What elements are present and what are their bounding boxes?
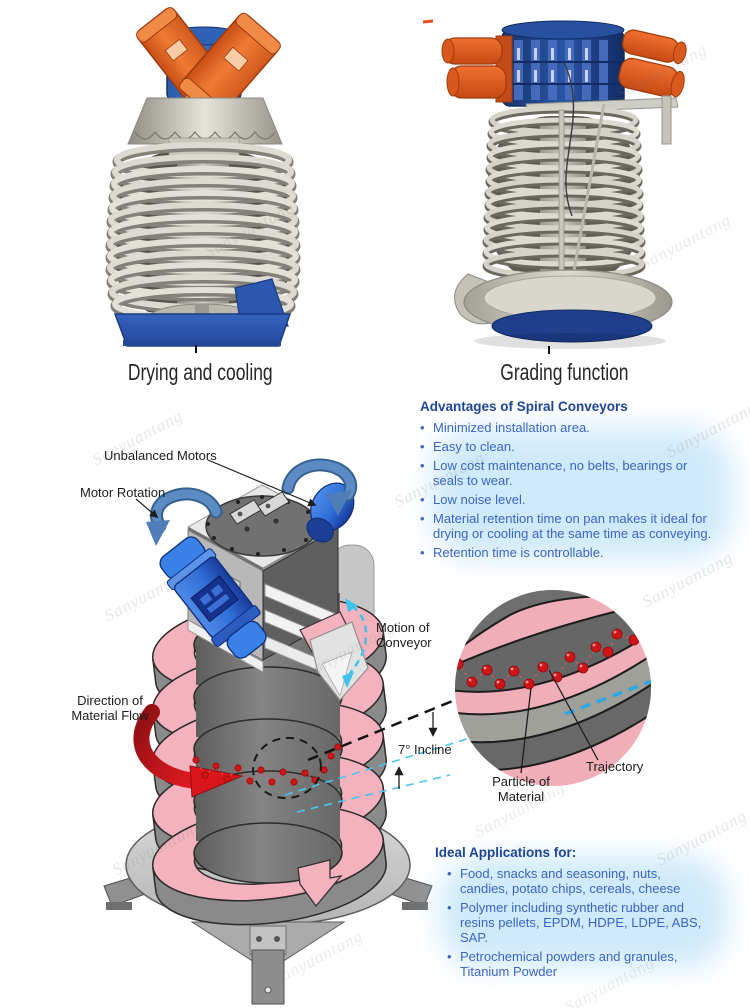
advantages-item: Minimized installation area. bbox=[420, 420, 720, 435]
applications-item: Food, snacks and seasoning, nuts, candie… bbox=[447, 866, 705, 896]
applications-list: Food, snacks and seasoning, nuts, candie… bbox=[435, 866, 705, 979]
advantages-title: Advantages of Spiral Conveyors bbox=[420, 399, 628, 414]
label-unbalanced-motors: Unbalanced Motors bbox=[104, 448, 217, 463]
applications-title: Ideal Applications for: bbox=[435, 845, 577, 860]
spiral-conveyor-diagram bbox=[103, 458, 651, 1005]
applications-item: Polymer including synthetic rubber and r… bbox=[447, 900, 705, 945]
advantages-item: Low cost maintenance, no belts, bearings… bbox=[420, 458, 720, 488]
red-artifact-mark bbox=[422, 19, 434, 24]
label-incline: 7° Incline bbox=[398, 742, 452, 757]
advantages-item-text: Minimized installation area. bbox=[433, 420, 590, 435]
applications-item-text: Petrochemical powders and granules, Tita… bbox=[460, 949, 678, 979]
advantages-item-text: Material retention time on pan makes it … bbox=[433, 511, 712, 541]
advantages-item-text: Easy to clean. bbox=[433, 439, 515, 454]
label-motion-of-conveyor: Motion of Conveyor bbox=[376, 620, 432, 651]
right-photo-caption: Grading function bbox=[499, 359, 629, 385]
label-direction-of-material-flow: Direction of Material Flow bbox=[71, 693, 149, 724]
advantages-item-text: Low noise level. bbox=[433, 492, 526, 507]
advantages-item: Material retention time on pan makes it … bbox=[420, 511, 720, 541]
right-machine-photo bbox=[441, 20, 687, 349]
applications-item-text: Food, snacks and seasoning, nuts, candie… bbox=[460, 866, 681, 896]
advantages-item: Low noise level. bbox=[420, 492, 720, 507]
label-trajectory: Trajectory bbox=[586, 759, 644, 774]
right-photo-tick bbox=[548, 346, 550, 354]
advantages-section: Advantages of Spiral Conveyors Minimized… bbox=[420, 399, 730, 564]
left-photo-tick bbox=[195, 345, 197, 353]
applications-item: Petrochemical powders and granules, Tita… bbox=[447, 949, 705, 979]
applications-item-text: Polymer including synthetic rubber and r… bbox=[460, 900, 702, 945]
applications-section: Ideal Applications for: Food, snacks and… bbox=[435, 845, 703, 983]
advantages-item-text: Retention time is controllable. bbox=[433, 545, 604, 560]
advantages-item: Easy to clean. bbox=[420, 439, 720, 454]
advantages-item-text: Low cost maintenance, no belts, bearings… bbox=[433, 458, 688, 488]
advantages-list: Minimized installation area. Easy to cle… bbox=[420, 420, 720, 560]
advantages-item: Retention time is controllable. bbox=[420, 545, 720, 560]
left-photo-caption: Drying and cooling bbox=[127, 359, 273, 385]
left-machine-photo bbox=[105, 7, 301, 347]
label-motor-rotation: Motor Rotation bbox=[80, 485, 166, 500]
label-particle-of-material: Particle of Material bbox=[492, 774, 550, 805]
